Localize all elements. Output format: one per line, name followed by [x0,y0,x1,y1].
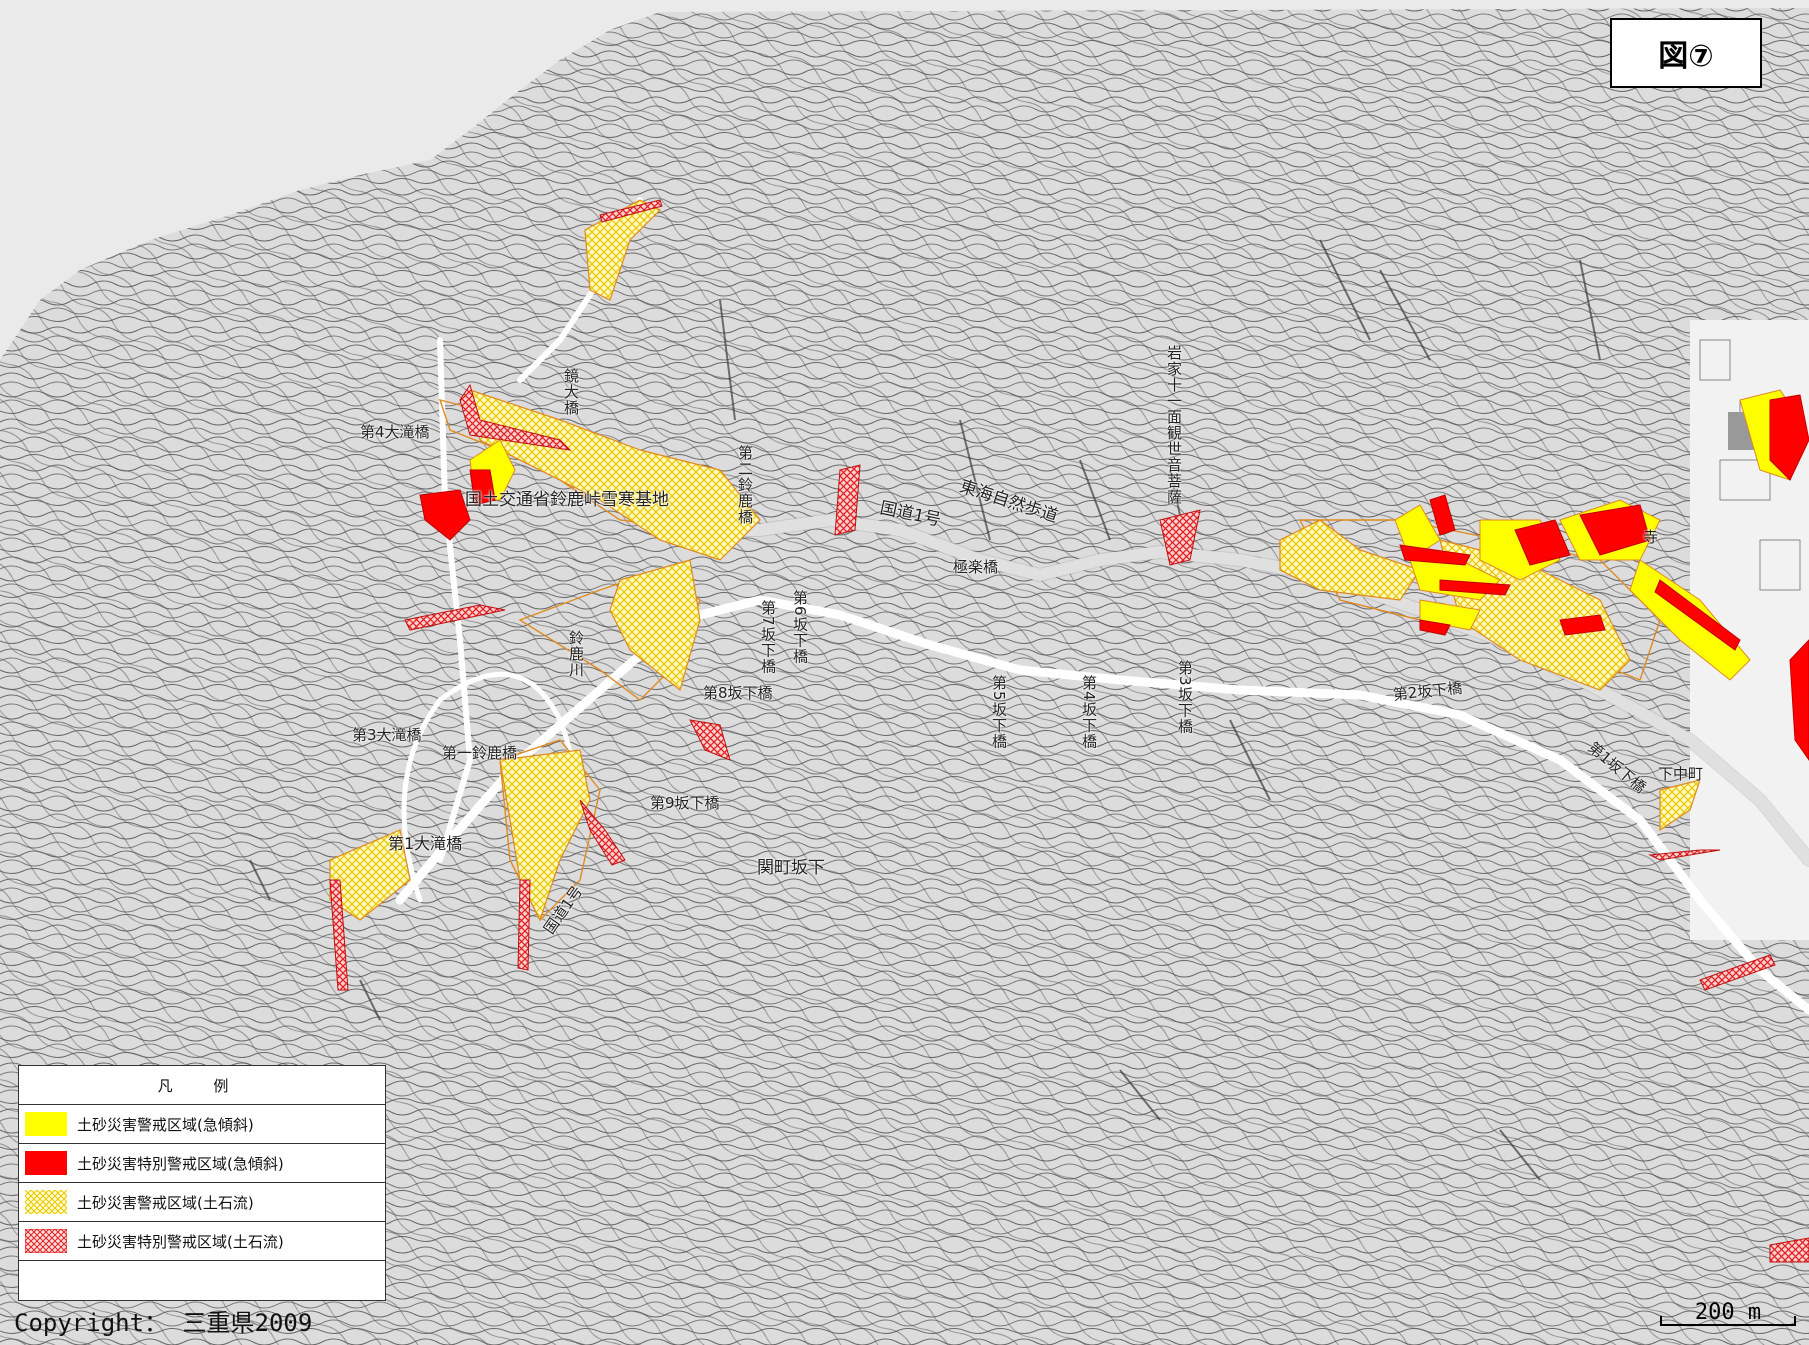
legend-label: 土砂災害警戒区域(土石流) [77,1193,254,1212]
label-bridge-6-saka: 第6坂下橋 [791,590,809,665]
label-bridge-3-otaki: 第3大滝橋 [352,726,422,744]
legend-swatch-red [25,1151,67,1175]
label-mlit-base: 国土交通省鈴鹿峠雪寒基地 [465,490,669,510]
scale-label: 200 m [1694,1300,1762,1325]
label-kannon: 岩家十一面観世音菩薩 [1165,345,1183,505]
label-bridge-3-saka: 第3坂下橋 [1176,660,1194,735]
label-bridge-kagami: 鏡大橋 [562,368,580,416]
label-bridge-1-otaki: 第1大滝橋 [388,834,463,853]
label-bridge-4-saka: 第4坂下橋 [1080,675,1098,750]
legend: 凡 例 土砂災害警戒区域(急傾斜) 土砂災害特別警戒区域(急傾斜) 土砂災害警戒… [18,1065,386,1301]
legend-empty-row [19,1261,385,1299]
label-temple: 寺 [1643,528,1659,546]
legend-label: 土砂災害特別警戒区域(急傾斜) [77,1154,284,1173]
label-shimonaka: 下中町 [1658,765,1704,783]
scale-bar: 200 m [1660,1300,1796,1330]
scale-bar-line [1660,1316,1796,1326]
legend-label: 土砂災害特別警戒区域(土石流) [77,1232,284,1251]
legend-item: 土砂災害警戒区域(土石流) [19,1183,385,1222]
label-bridge-4-otaki: 第4大滝橋 [360,423,430,441]
legend-item: 土砂災害警戒区域(急傾斜) [19,1105,385,1144]
label-bridge-2-suzuka: 第二鈴鹿橋 [736,445,754,525]
label-bridge-9-saka: 第9坂下橋 [650,794,720,812]
label-suzuka-river: 鈴鹿川 [567,630,585,678]
legend-swatch-red-hatch [25,1229,67,1253]
legend-label: 土砂災害警戒区域(急傾斜) [77,1115,254,1134]
label-bridge-7-saka: 第7坂下橋 [759,600,777,675]
label-seki-sakashita: 関町坂下 [757,858,825,878]
legend-swatch-yellow-hatch [25,1190,67,1214]
figure-number: 図⑦ [1610,18,1762,88]
label-bridge-gokuraku: 極楽橋 [953,558,999,576]
label-bridge-5-saka: 第5坂下橋 [990,675,1008,750]
legend-swatch-yellow [25,1112,67,1136]
copyright: Copyright： 三重県2009 [14,1309,313,1337]
label-bridge-8-saka: 第8坂下橋 [703,684,773,702]
label-bridge-1-suzuka: 第一鈴鹿橋 [442,744,518,762]
legend-title: 凡 例 [19,1066,385,1105]
legend-item: 土砂災害特別警戒区域(土石流) [19,1222,385,1261]
legend-item: 土砂災害特別警戒区域(急傾斜) [19,1144,385,1183]
lower-road [395,595,1809,1015]
